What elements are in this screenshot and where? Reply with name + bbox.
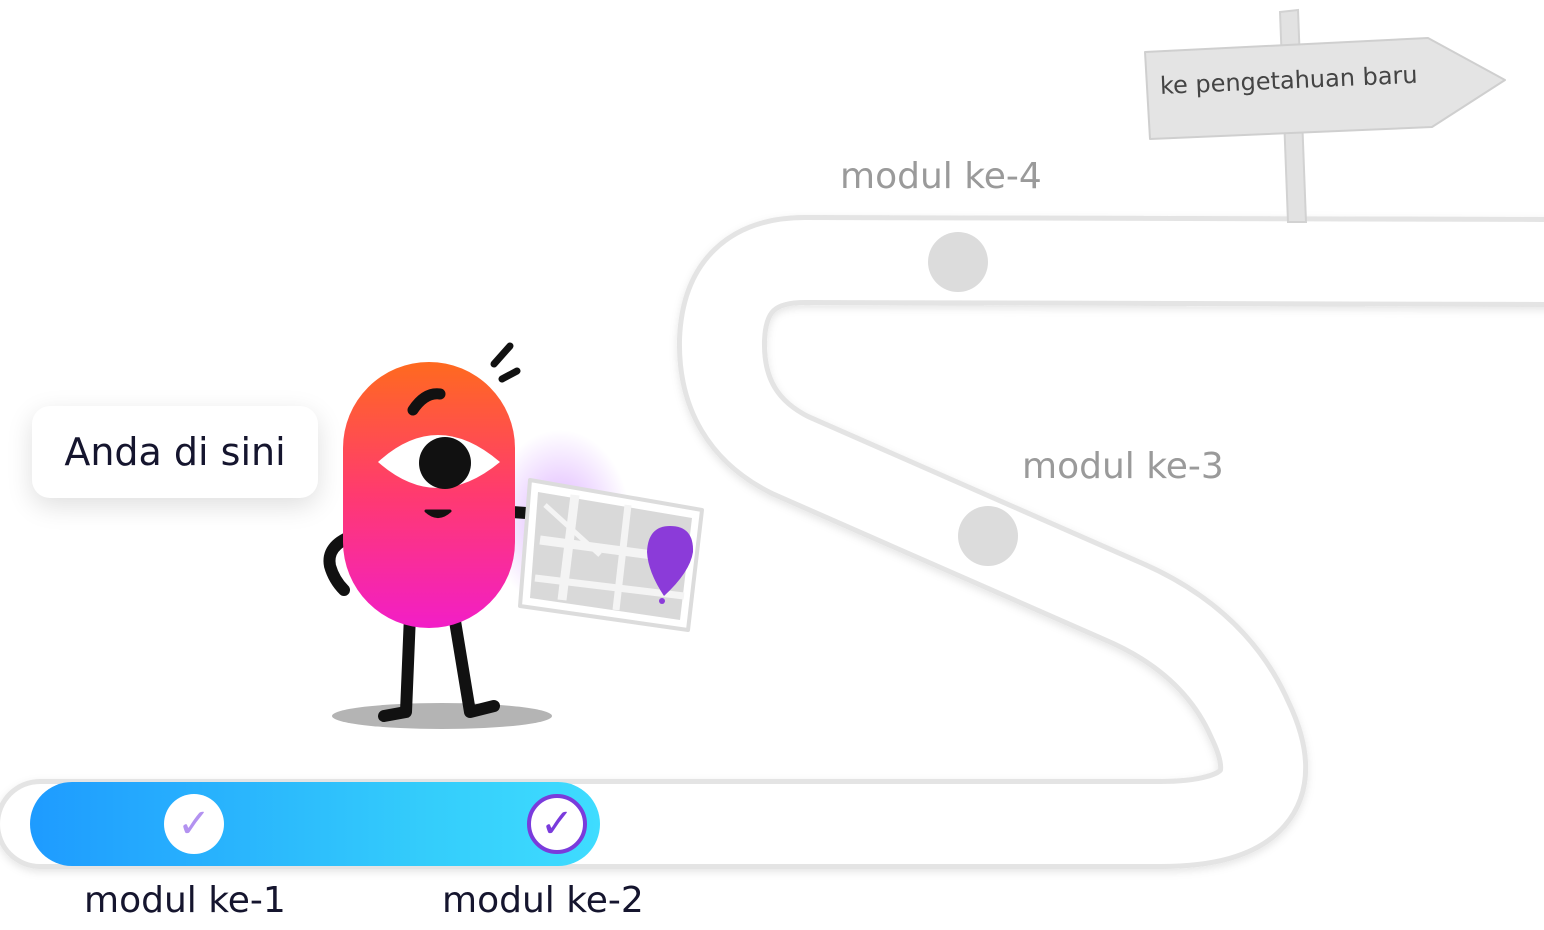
module-3-label: modul ke-3 — [1022, 446, 1224, 487]
mascot-illustration — [323, 342, 704, 729]
progress-bar — [30, 782, 600, 866]
module-2-check-icon[interactable]: ✓ — [527, 794, 587, 854]
you-are-here-badge: Anda di sini — [32, 406, 318, 498]
mascot-shadow — [332, 703, 552, 729]
module-4-label: modul ke-4 — [840, 156, 1042, 197]
module-4-node[interactable] — [928, 232, 988, 292]
module-1-check-icon[interactable]: ✓ — [164, 794, 224, 854]
module-3-node[interactable] — [958, 506, 1018, 566]
map-icon — [518, 478, 704, 632]
module-1-label: modul ke-1 — [84, 880, 286, 921]
module-2-label: modul ke-2 — [442, 880, 644, 921]
map-pin-icon — [647, 526, 694, 604]
